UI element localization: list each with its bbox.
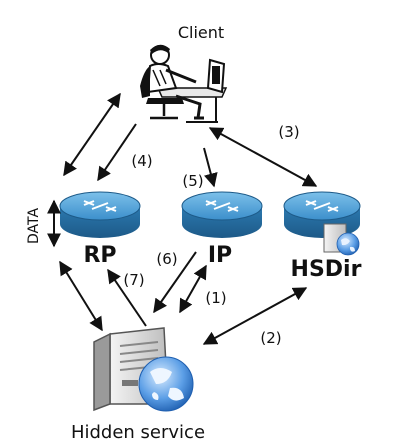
arrow-step3 xyxy=(208,127,318,187)
router-label-rp: RP xyxy=(83,243,116,268)
arrow-client-data xyxy=(63,92,121,177)
arrow-step4 xyxy=(97,123,137,182)
arrow-step1 xyxy=(179,264,207,314)
data-label: DATA xyxy=(26,208,42,244)
router-icon xyxy=(205,200,239,212)
server-globe-icon xyxy=(323,223,360,256)
server-globe-icon xyxy=(93,327,194,412)
arrow-step2 xyxy=(202,287,308,345)
router-icon xyxy=(83,200,117,212)
step-label-6: (6) xyxy=(156,250,177,268)
step-label-7: (7) xyxy=(123,271,144,289)
arrow-step5 xyxy=(203,147,218,188)
router-label-ip: IP xyxy=(208,243,232,268)
step-label-4: (4) xyxy=(131,152,152,170)
step-label-5: (5) xyxy=(182,172,203,190)
arrow-rp-service xyxy=(59,260,103,332)
client-label: Client xyxy=(178,23,224,42)
router-ip xyxy=(181,191,263,238)
router-icon xyxy=(305,200,339,212)
arrow-step6 xyxy=(153,251,197,314)
step-label-2: (2) xyxy=(260,329,281,347)
hidden-service-label: Hidden service xyxy=(71,422,205,443)
router-hsdir xyxy=(283,191,361,256)
step-label-1: (1) xyxy=(205,289,226,307)
router-label-hsdir: HSDir xyxy=(291,257,362,282)
arrows xyxy=(59,92,318,345)
user-at-computer-icon xyxy=(140,44,228,123)
router-rp xyxy=(59,191,141,238)
step-label-3: (3) xyxy=(278,123,299,141)
arrow-step7 xyxy=(107,268,147,327)
